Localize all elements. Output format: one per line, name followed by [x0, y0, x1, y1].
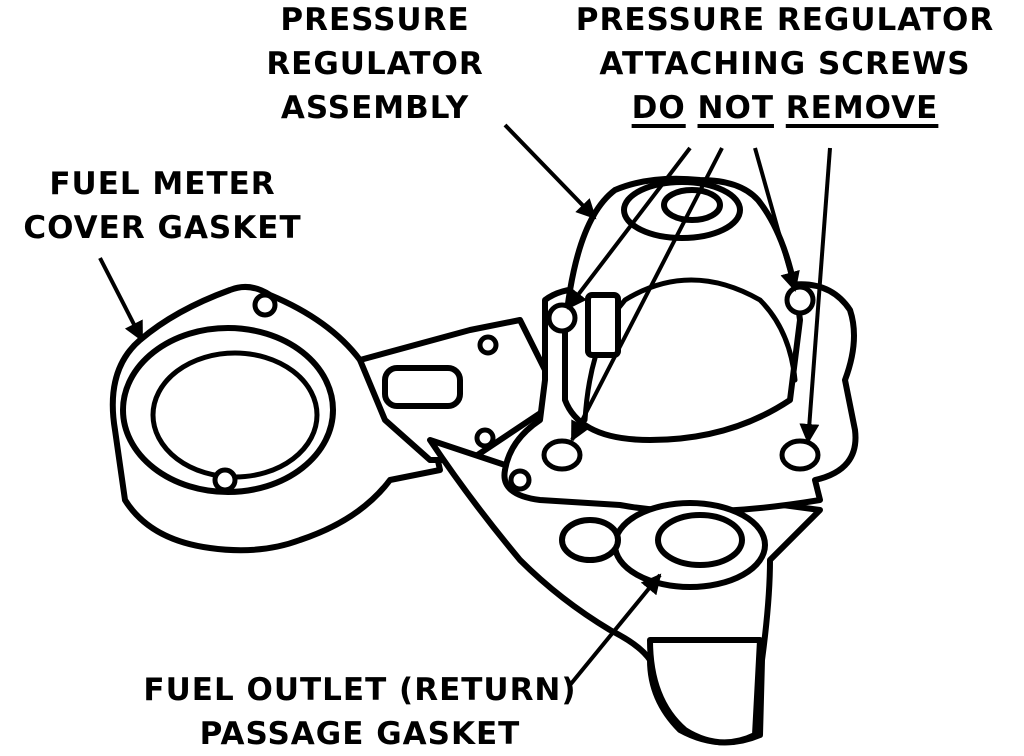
pressure-regulator-dome — [562, 175, 803, 443]
arrow-cover-gasket — [98, 257, 144, 342]
label-attaching-screws: PRESSURE REGULATOR ATTACHING SCREWS DO N… — [540, 0, 1024, 130]
arrow-screw-4 — [799, 147, 832, 444]
label-pressure-regulator-assembly: PRESSURE REGULATOR ASSEMBLY — [266, 2, 484, 126]
arrow-screw-1 — [566, 146, 692, 310]
label-fuel-outlet-passage-gasket: FUEL OUTLET (RETURN) PASSAGE GASKET — [143, 672, 577, 752]
arrow-screw-2 — [570, 147, 724, 442]
outlet-cylinder — [647, 637, 763, 746]
arrow-regulator-assembly — [503, 123, 597, 220]
do-not-remove-warning: DO NOT REMOVE — [631, 90, 939, 126]
screw-front-left — [541, 438, 583, 472]
arrow-outlet-gasket — [568, 573, 662, 687]
arrow-screw-3 — [753, 147, 800, 292]
label-fuel-meter-cover-gasket: FUEL METER COVER GASKET — [23, 166, 302, 246]
screw-front-right — [779, 438, 821, 472]
